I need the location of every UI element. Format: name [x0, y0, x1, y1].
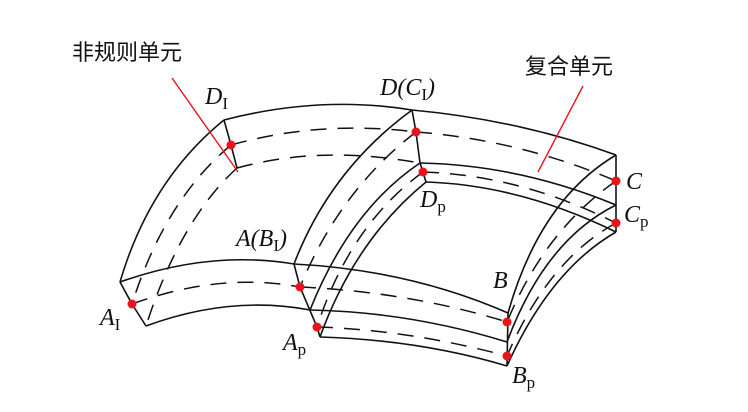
node-Cp: [611, 218, 621, 228]
label-DI: DI: [204, 84, 228, 113]
callout-line-irregular: [171, 77, 239, 173]
nodes: [127, 127, 621, 361]
node-Dp: [418, 167, 428, 177]
composite-element: [293, 109, 617, 367]
label-A-BI: A(BI): [234, 226, 287, 255]
callout-composite-element: 复合单元: [525, 55, 613, 80]
label-AI: AI: [98, 305, 121, 334]
node-DI: [226, 140, 236, 150]
node-C: [611, 176, 621, 186]
label-Ap: Ap: [281, 330, 306, 359]
callout-line-composite: [537, 85, 584, 173]
callout-irregular-element: 非规则单元: [72, 41, 182, 66]
node-B: [502, 317, 512, 327]
node-AI: [127, 299, 137, 309]
node-A: [295, 282, 305, 292]
irregular-element: [119, 103, 421, 327]
node-D: [411, 127, 421, 137]
node-Ap: [312, 322, 322, 332]
label-D-CI: D(CI): [379, 75, 435, 104]
label-B: B: [493, 268, 508, 294]
node-Bp: [502, 351, 512, 361]
label-Bp: Bp: [512, 363, 535, 392]
label-C: C: [626, 169, 643, 195]
label-Dp: Dp: [419, 187, 446, 216]
label-Cp: Cp: [624, 202, 649, 231]
